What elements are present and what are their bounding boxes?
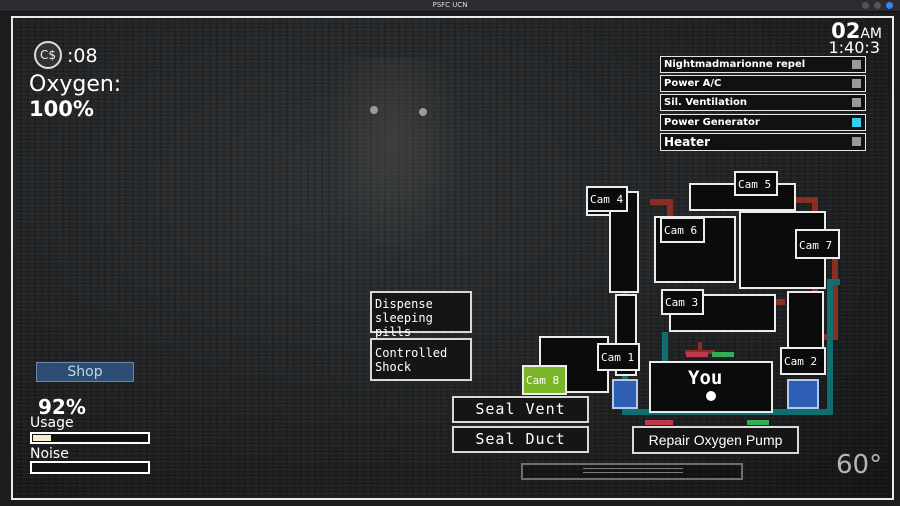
camera-label: Cam 3 bbox=[665, 296, 698, 309]
noise-label: Noise bbox=[30, 446, 69, 462]
usage-label: Usage bbox=[30, 415, 74, 431]
system-sil-ventilation[interactable]: Sil. Ventilation bbox=[660, 94, 866, 111]
vent-light-icon bbox=[686, 352, 708, 357]
minimize-button[interactable] bbox=[862, 2, 869, 9]
system-label: Power Generator bbox=[664, 117, 760, 128]
camera-button-cam4[interactable]: Cam 4 bbox=[586, 186, 628, 212]
camera-toggle-bar[interactable] bbox=[521, 463, 743, 480]
chevron-up-icon bbox=[583, 468, 683, 469]
power-percent: 92% bbox=[38, 395, 86, 419]
map-room bbox=[787, 291, 824, 353]
system-nightmadmarionne-repel[interactable]: Nightmadmarionne repel bbox=[660, 56, 866, 73]
vent-light-icon bbox=[645, 420, 673, 425]
camera-map: You Cam 4 Cam 5 Cam 6 Cam 7 Cam 3 bbox=[522, 171, 840, 425]
camera-button-cam1[interactable]: Cam 1 bbox=[597, 343, 640, 371]
chevron-up-icon bbox=[583, 472, 683, 473]
dispense-sleeping-pills-button[interactable]: Dispense sleeping pills bbox=[370, 291, 472, 339]
night-number: 02 bbox=[831, 19, 861, 43]
camera-button-cam5[interactable]: Cam 5 bbox=[734, 171, 778, 196]
door-right-icon bbox=[787, 379, 819, 409]
controlled-shock-button[interactable]: Controlled Shock bbox=[370, 338, 472, 381]
status-indicator-icon bbox=[852, 98, 861, 107]
camera-button-cam2[interactable]: Cam 2 bbox=[780, 347, 826, 375]
system-label: Power A/C bbox=[664, 78, 722, 89]
coin-icon: C$ bbox=[34, 41, 62, 69]
oxygen-value: 100% bbox=[29, 97, 94, 121]
usage-meter-fill bbox=[33, 435, 51, 441]
coin-symbol: C$ bbox=[39, 48, 56, 62]
duct-path bbox=[685, 342, 715, 354]
coin-count: :08 bbox=[67, 45, 98, 67]
night-clock: 02AM bbox=[831, 19, 882, 43]
status-indicator-icon bbox=[852, 118, 861, 127]
seal-vent-button[interactable]: Seal Vent bbox=[452, 396, 589, 423]
system-label: Nightmadmarionne repel bbox=[664, 59, 806, 70]
shop-button[interactable]: Shop bbox=[36, 362, 134, 382]
you-label: You bbox=[688, 367, 722, 389]
close-button[interactable] bbox=[886, 2, 893, 9]
oxygen-label: Oxygen: bbox=[29, 72, 122, 97]
window-titlebar: PSFC UCN bbox=[0, 0, 900, 12]
figure-right-eye bbox=[419, 108, 427, 116]
seal-duct-button[interactable]: Seal Duct bbox=[452, 426, 589, 453]
camera-label: Cam 1 bbox=[601, 351, 634, 364]
camera-label: Cam 4 bbox=[590, 193, 623, 206]
night-ampm: AM bbox=[860, 26, 882, 42]
system-power-generator[interactable]: Power Generator bbox=[660, 114, 866, 131]
camera-button-cam6[interactable]: Cam 6 bbox=[660, 217, 705, 243]
status-indicator-icon bbox=[852, 79, 861, 88]
camera-label: Cam 6 bbox=[664, 224, 697, 237]
figure-left-eye bbox=[370, 106, 378, 114]
camera-label: Cam 2 bbox=[784, 355, 817, 368]
usage-meter bbox=[30, 432, 150, 444]
animatronic-figure bbox=[323, 58, 463, 258]
camera-button-cam7[interactable]: Cam 7 bbox=[795, 229, 840, 259]
system-label: Heater bbox=[664, 135, 711, 149]
status-indicator-icon bbox=[852, 137, 861, 146]
system-list: Nightmadmarionne repel Power A/C Sil. Ve… bbox=[660, 56, 866, 153]
game-viewport[interactable]: C$ :08 Oxygen: 100% Shop 92% Usage Noise… bbox=[11, 16, 894, 500]
camera-button-cam3[interactable]: Cam 3 bbox=[661, 289, 704, 315]
camera-label: Cam 7 bbox=[799, 239, 832, 252]
system-heater[interactable]: Heater bbox=[660, 133, 866, 151]
system-power-ac[interactable]: Power A/C bbox=[660, 75, 866, 92]
repair-oxygen-pump-button[interactable]: Repair Oxygen Pump bbox=[632, 426, 799, 454]
door-left-icon bbox=[612, 379, 638, 409]
system-label: Sil. Ventilation bbox=[664, 97, 748, 108]
vent-light-icon bbox=[747, 420, 769, 425]
temperature-readout: 60° bbox=[836, 450, 883, 480]
noise-meter bbox=[30, 461, 150, 474]
camera-label: Cam 5 bbox=[738, 178, 771, 191]
camera-label: Cam 8 bbox=[526, 374, 559, 387]
window-title: PSFC UCN bbox=[432, 1, 468, 9]
camera-button-cam8[interactable]: Cam 8 bbox=[522, 365, 567, 395]
vent-light-icon bbox=[712, 352, 734, 357]
night-timer: 1:40:3 bbox=[828, 38, 881, 57]
status-indicator-icon bbox=[852, 60, 861, 69]
maximize-button[interactable] bbox=[874, 2, 881, 9]
map-room bbox=[649, 361, 773, 413]
player-marker-icon bbox=[706, 391, 716, 401]
